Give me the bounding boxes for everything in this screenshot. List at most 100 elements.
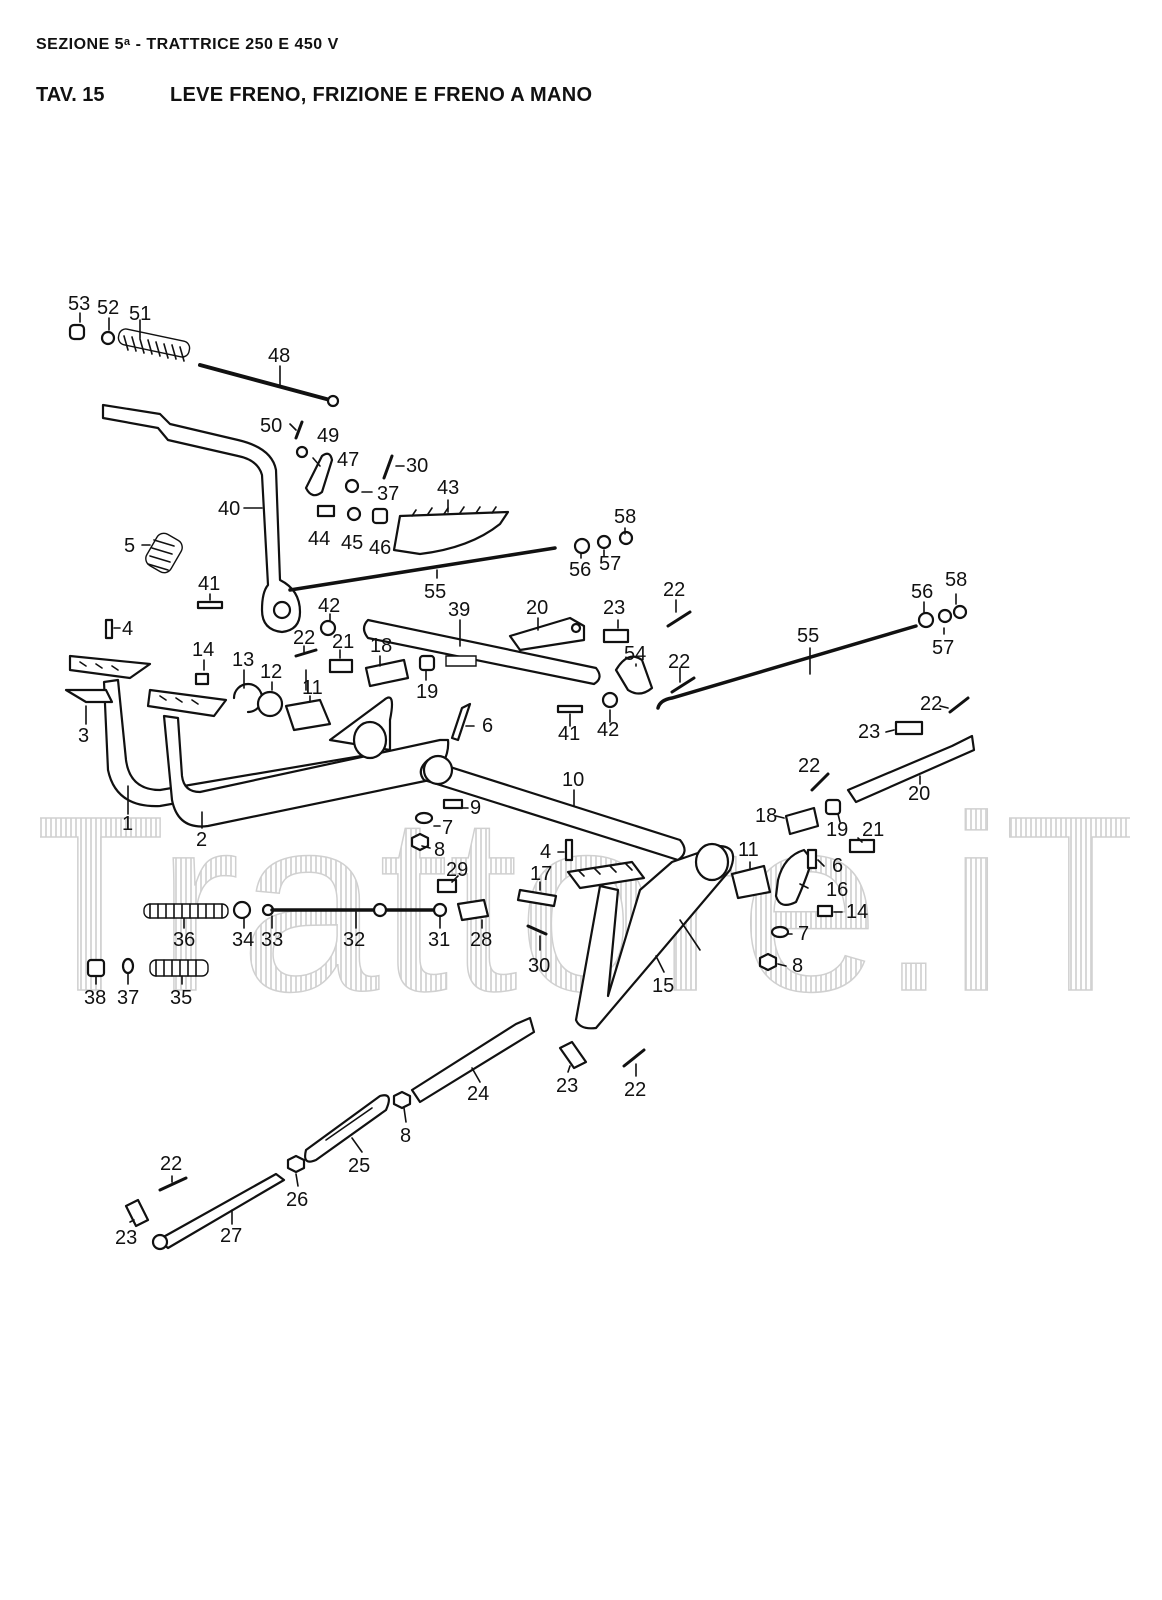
nut-56b (917, 611, 935, 629)
clutch-pedal-2 (146, 688, 450, 828)
callout-19b: 19 (826, 819, 848, 841)
callout-51: 51 (129, 303, 151, 325)
callout-54: 54 (624, 643, 646, 665)
nut-26 (286, 1154, 306, 1174)
callout-2: 2 (196, 829, 207, 851)
nut-38 (86, 958, 106, 978)
bush-11a (284, 698, 332, 732)
nut-52 (100, 330, 116, 346)
bolt-44 (316, 504, 336, 518)
callout-18b: 18 (755, 805, 777, 827)
bolt-6b (806, 848, 818, 870)
callout-58a: 58 (614, 506, 636, 528)
callout-47: 47 (337, 449, 359, 471)
clevis-18a (364, 658, 410, 688)
washer-42a (319, 619, 337, 637)
washer-45 (346, 506, 362, 522)
spring-51 (117, 328, 191, 362)
circlip-13 (232, 682, 264, 714)
callout-27: 27 (220, 1225, 242, 1247)
callout-10: 10 (562, 769, 584, 791)
pin-22g (622, 1048, 646, 1068)
callout-15: 15 (652, 975, 674, 997)
cap-53 (68, 323, 86, 341)
turnbuckle-25 (304, 1094, 391, 1163)
callout-23b: 23 (858, 721, 880, 743)
callout-57a: 57 (599, 553, 621, 575)
callout-22f: 22 (624, 1079, 646, 1101)
section-heading: SEZIONE 5ᵃ - TRATTRICE 250 E 450 V (36, 36, 339, 53)
nut-19b (824, 798, 842, 816)
pawl-47 (304, 452, 334, 497)
callout-58b: 58 (945, 569, 967, 591)
callout-6b: 6 (832, 855, 843, 877)
callout-30b: 30 (528, 955, 550, 977)
callout-37b: 37 (117, 987, 139, 1009)
bush-11b (730, 864, 772, 900)
callout-11a: 11 (302, 677, 323, 699)
leader-lines (79, 312, 957, 1225)
callout-25: 25 (348, 1155, 370, 1177)
plate-code: TAV. 15 (36, 84, 105, 106)
pedal-15 (566, 842, 735, 1030)
callout-40: 40 (218, 498, 240, 520)
nut-34 (232, 900, 252, 920)
pin-22e (810, 772, 830, 792)
rod-48 (198, 363, 340, 408)
callout-13: 13 (232, 649, 254, 671)
callout-41b: 41 (558, 723, 580, 745)
callout-23d: 23 (115, 1227, 137, 1249)
callout-16: 16 (826, 879, 848, 901)
callout-42a: 42 (318, 595, 340, 617)
washer-7a (414, 811, 434, 825)
callout-55b: 55 (797, 625, 819, 647)
pin-30b (526, 924, 548, 936)
callout-36: 36 (173, 929, 195, 951)
callout-49: 49 (317, 425, 339, 447)
callout-44: 44 (308, 528, 330, 550)
callout-46: 46 (369, 537, 391, 559)
callout-22b: 22 (293, 627, 315, 649)
ring-12 (256, 690, 284, 718)
callout-28: 28 (470, 929, 492, 951)
callout-labels: 53 52 51 48 50 49 47 30 37 43 40 44 45 4… (68, 293, 967, 1249)
callout-30a: 30 (406, 455, 428, 477)
grease-nipple-14a (194, 672, 210, 686)
callout-23c: 23 (556, 1075, 578, 1097)
callout-22a: 22 (663, 579, 685, 601)
hand-brake-lever-40 (101, 403, 302, 634)
callout-57b: 57 (932, 637, 954, 659)
nut-57b (937, 608, 953, 624)
roller-23c (124, 1198, 150, 1228)
callout-31: 31 (428, 929, 450, 951)
bolt-6a (450, 702, 472, 742)
pin-22a (666, 610, 692, 628)
pin-22b (294, 648, 318, 658)
spring-35 (149, 959, 209, 977)
callout-19a: 19 (416, 681, 438, 703)
callout-37a: 37 (377, 483, 399, 505)
callout-42b: 42 (597, 719, 619, 741)
lever-20a (508, 616, 586, 652)
callout-50: 50 (260, 415, 282, 437)
callout-11b: 11 (738, 839, 759, 861)
callout-55a: 55 (424, 581, 446, 603)
callout-32: 32 (343, 929, 365, 951)
callout-17: 17 (530, 863, 552, 885)
nut-46 (371, 507, 389, 525)
washer-49 (295, 445, 309, 459)
lever-20b (846, 734, 976, 804)
pin-29 (436, 878, 458, 894)
callout-41a: 41 (198, 573, 220, 595)
spring-5 (145, 532, 183, 574)
parts-layer (64, 323, 976, 1251)
clevis-18b (784, 806, 820, 836)
pin-30a (382, 454, 394, 480)
callout-9: 9 (470, 797, 481, 819)
callout-18a: 18 (370, 635, 392, 657)
callout-22e: 22 (798, 755, 820, 777)
bracket-54 (614, 655, 654, 695)
callout-34: 34 (232, 929, 254, 951)
callout-7b: 7 (798, 923, 809, 945)
callout-22g: 22 (160, 1153, 182, 1175)
